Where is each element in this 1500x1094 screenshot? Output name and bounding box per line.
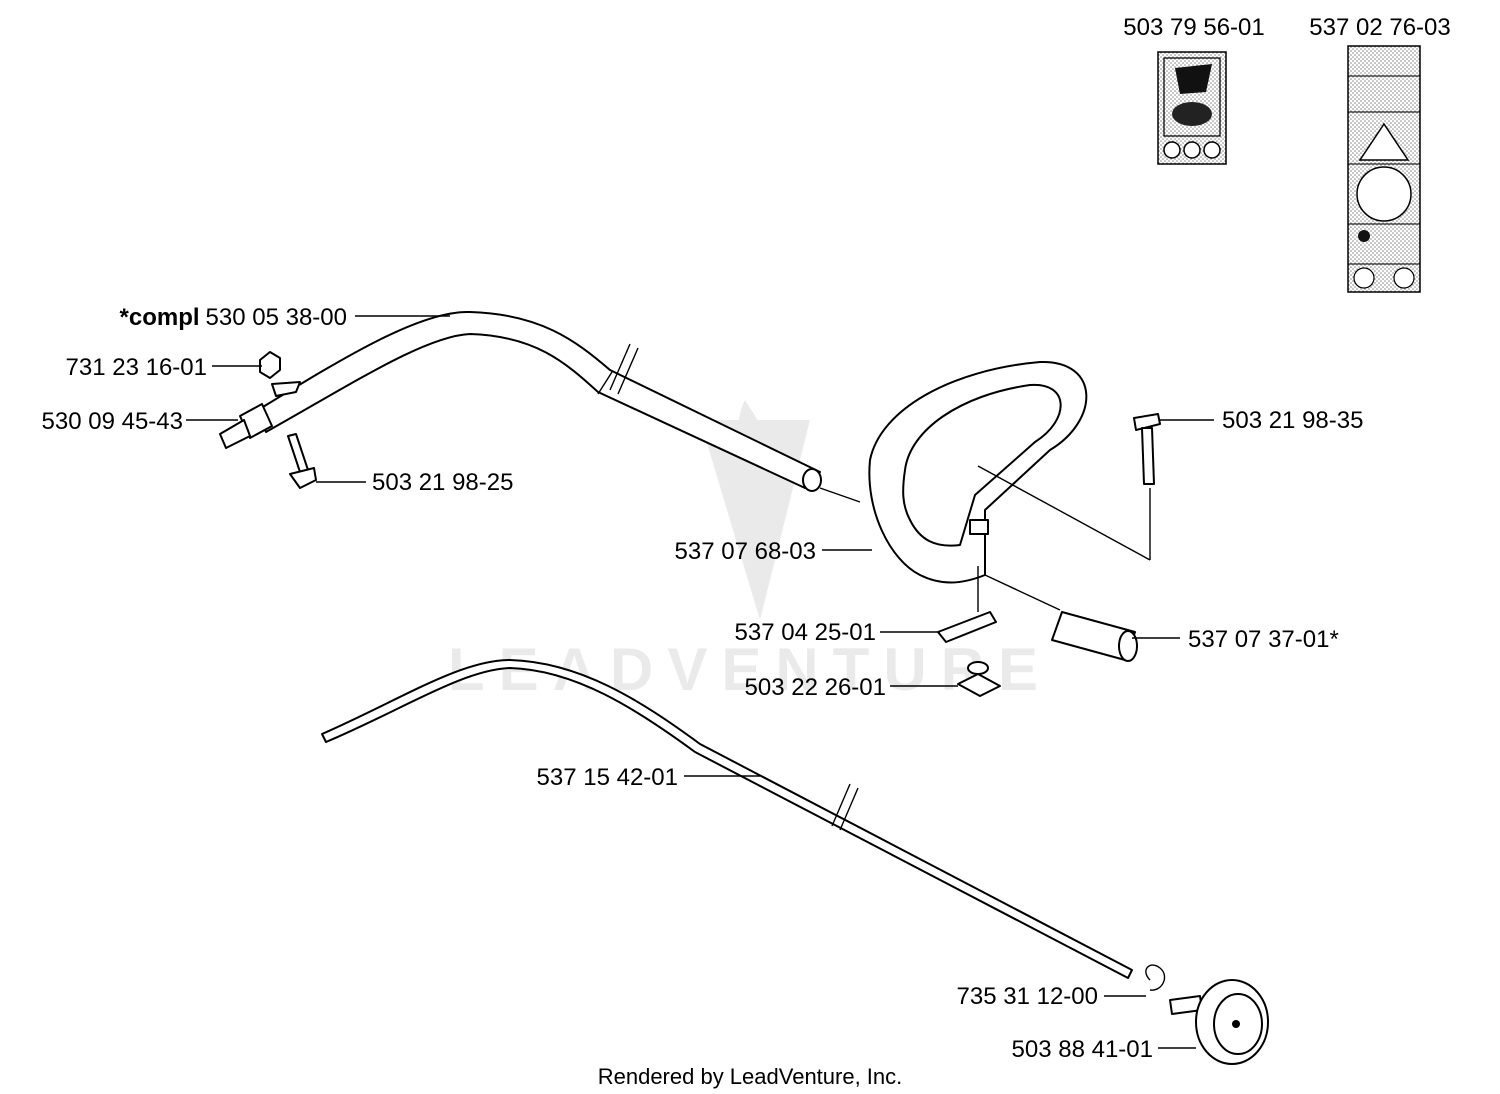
label-screw-left: 503 21 98-25 [372,469,513,496]
label-spacer: 537 07 37-01* [1188,626,1339,653]
label-snap-ring: 735 31 12-00 [957,983,1098,1010]
label-clamp: 537 04 25-01 [735,619,876,646]
label-coupling: 530 09 45-43 [42,408,183,435]
shaft-tube [257,310,861,503]
footer-credit: Rendered by LeadVenture, Inc. [598,1064,903,1089]
decal-537-02-76-03 [1347,45,1421,293]
leader-lines [186,315,1214,1049]
label-nut: 731 23 16-01 [66,354,207,381]
clutch-drum [1169,979,1269,1065]
drive-shaft [321,659,1133,979]
decal-503-79-56-01 [1157,51,1227,165]
label-clutch-drum: 503 88 41-01 [1012,1036,1153,1063]
label-shaft-assy-number: 530 05 38-00 [206,304,347,331]
clamp [937,566,997,643]
label-drive-shaft: 537 15 42-01 [537,764,678,791]
label-handle: 537 07 68-03 [675,538,816,565]
handle-loop [868,360,1088,584]
label-decal-b: 537 02 76-03 [1309,14,1450,41]
label-decal-a: 503 79 56-01 [1123,14,1264,41]
label-screw-right: 503 21 98-35 [1222,407,1363,434]
nut [259,351,301,397]
snap-ring [1145,964,1166,991]
wing-nut [957,661,1001,697]
screw-left [287,433,317,489]
label-wing-nut: 503 22 26-01 [745,674,886,701]
label-compl-prefix: *compl [120,304,200,331]
screw-right [977,413,1161,561]
coupling [219,403,273,449]
